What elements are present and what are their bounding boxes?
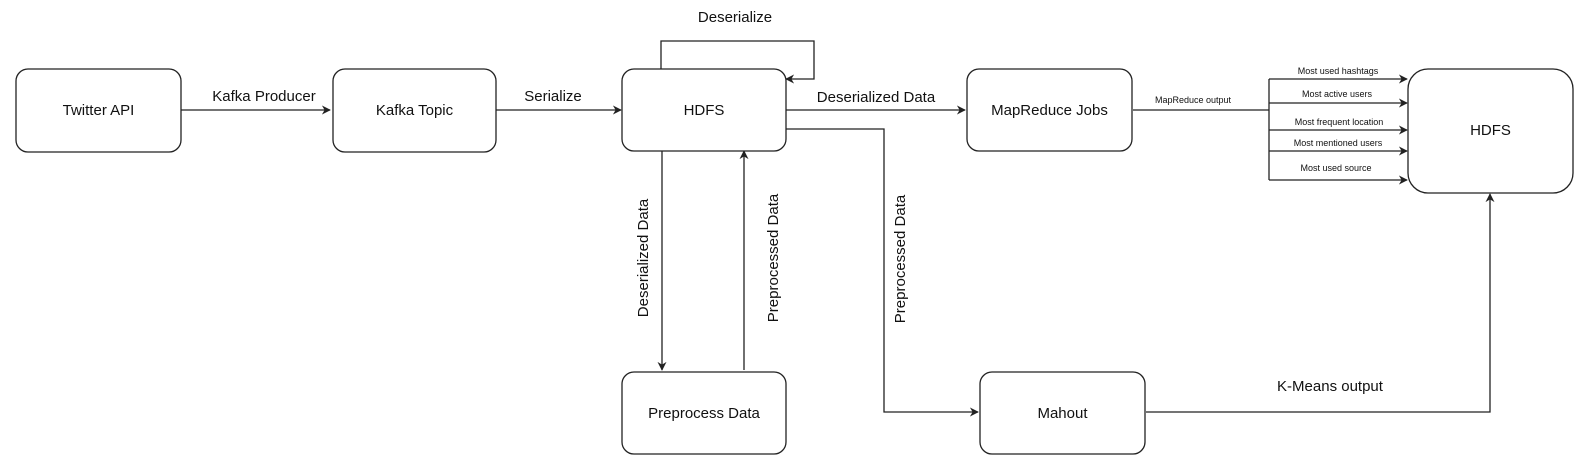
label-output-location: Most frequent location xyxy=(1295,117,1384,127)
label-kafka-producer: Kafka Producer xyxy=(212,88,315,105)
node-hdfs-main: HDFS xyxy=(621,68,787,152)
label-preprocessed-data-mahout: Preprocessed Data xyxy=(892,194,909,323)
node-label: Kafka Topic xyxy=(376,102,454,119)
label-kmeans-output: K-Means output xyxy=(1277,378,1384,395)
node-preprocess-data: Preprocess Data xyxy=(621,371,787,455)
node-mahout: Mahout xyxy=(979,371,1146,455)
node-hdfs-output: HDFS xyxy=(1407,68,1574,194)
node-twitter-api: Twitter API xyxy=(15,68,182,153)
node-label: HDFS xyxy=(684,102,725,119)
label-output-active-users: Most active users xyxy=(1302,89,1373,99)
node-mapreduce-jobs: MapReduce Jobs xyxy=(966,68,1133,152)
edge-hdfs-to-mahout xyxy=(786,128,979,417)
node-label: Mahout xyxy=(1037,405,1088,422)
node-label: MapReduce Jobs xyxy=(991,102,1108,119)
label-output-hashtags: Most used hashtags xyxy=(1298,66,1379,76)
node-label: Twitter API xyxy=(63,102,135,119)
label-output-mentioned-users: Most mentioned users xyxy=(1294,138,1383,148)
label-deserialized-data-right: Deserialized Data xyxy=(817,89,936,106)
label-serialize: Serialize xyxy=(524,88,582,105)
label-preprocessed-data-up: Preprocessed Data xyxy=(765,193,782,322)
edge-mahout-to-hdfs-output xyxy=(1146,193,1495,413)
edges xyxy=(181,40,1495,417)
label-deserialized-data-down: Deserialized Data xyxy=(635,198,652,317)
label-deserialize: Deserialize xyxy=(698,9,772,26)
label-output-source: Most used source xyxy=(1300,163,1371,173)
node-label: HDFS xyxy=(1470,122,1511,139)
label-mapreduce-output: MapReduce output xyxy=(1155,95,1232,105)
edge-hdfs-self-loop xyxy=(660,40,815,84)
node-kafka-topic: Kafka Topic xyxy=(332,68,497,153)
node-label: Preprocess Data xyxy=(648,405,760,422)
